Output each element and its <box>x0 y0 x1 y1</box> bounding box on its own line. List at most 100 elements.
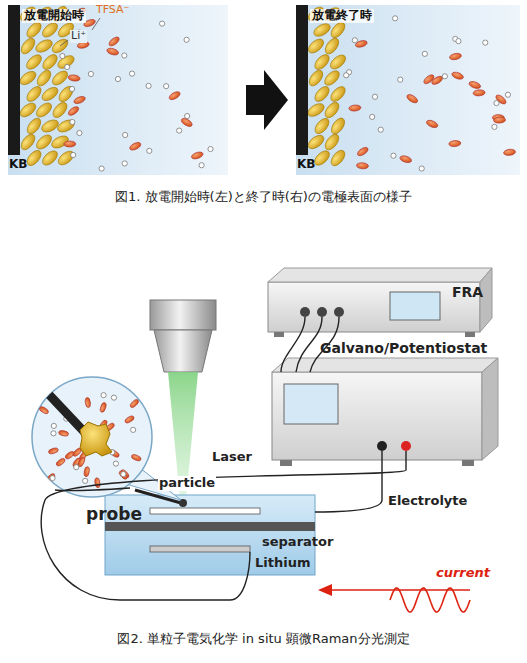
tfsa-anion <box>451 71 464 81</box>
li-ion <box>199 163 204 168</box>
process-arrow <box>246 70 288 130</box>
jack <box>401 441 411 451</box>
kb-particle <box>40 117 61 134</box>
fra-screen <box>390 292 440 320</box>
li-ion <box>71 152 76 157</box>
cable-connector <box>281 317 305 372</box>
kb-particle <box>40 148 60 168</box>
tfsa-anion <box>94 477 100 488</box>
li-ion <box>492 124 497 129</box>
tfsa-anion <box>449 140 461 147</box>
kb-particle <box>306 36 326 55</box>
part-label: probe <box>86 505 142 525</box>
tfsa-anion <box>55 457 66 467</box>
li-ion <box>159 21 164 26</box>
tfsa-anion <box>180 117 193 128</box>
li-ion <box>113 461 118 466</box>
leader-line <box>60 40 68 46</box>
li-ion <box>99 166 104 171</box>
li-ion <box>378 127 383 132</box>
kb-particle <box>24 20 44 40</box>
part-label: particle <box>158 476 216 491</box>
kb-particle <box>40 52 60 72</box>
part-label: Laser <box>212 450 252 465</box>
li-ion <box>122 161 127 166</box>
tfsa-anion <box>168 90 181 101</box>
leader-line <box>92 18 100 30</box>
part-label: Electrolyte <box>388 494 467 509</box>
tfsa-anion <box>129 398 140 408</box>
foot <box>465 332 475 337</box>
kb-particle <box>312 84 331 104</box>
arrow-line <box>332 589 470 590</box>
pot-top <box>272 358 498 372</box>
pot-screen <box>284 384 338 424</box>
kb-particle <box>34 100 54 119</box>
li-ion <box>69 86 74 91</box>
tfsa-anion <box>356 146 369 158</box>
tfsa-anion <box>131 454 142 462</box>
li-ion <box>111 395 116 400</box>
li-ion <box>60 53 65 58</box>
li-ion <box>391 153 396 158</box>
li-ion <box>122 53 127 58</box>
panel-heading: 放電開始時 <box>22 9 86 23</box>
tfsa-anion <box>425 119 438 129</box>
tfsa-anion <box>58 430 69 437</box>
kb-particle <box>328 20 347 40</box>
kb-particle <box>323 36 342 56</box>
particle-zoom <box>80 422 112 456</box>
li-ion <box>372 94 377 99</box>
tfsa-anion <box>84 466 90 477</box>
tfsa-anion <box>99 402 107 413</box>
jack <box>300 307 310 317</box>
li-ion <box>184 37 189 42</box>
potentiostat-node: Galvano/Potentiostat <box>270 340 500 466</box>
tfsa-anion <box>493 117 505 124</box>
kb-particle <box>24 84 43 104</box>
kb-electrode <box>8 5 20 155</box>
callout-bubble <box>32 377 152 497</box>
li-ion <box>129 71 134 76</box>
li-ion <box>131 427 136 432</box>
kb-particle <box>50 37 70 56</box>
kb-particle <box>24 52 44 72</box>
electrode-label: KB <box>297 158 315 172</box>
tfsa-anion <box>468 80 481 90</box>
tfsa-anion <box>73 95 86 105</box>
objective-lens <box>154 330 212 372</box>
li-ion <box>422 51 427 56</box>
kb-particle <box>40 85 60 103</box>
kb-particle <box>56 53 77 71</box>
tfsa-anion <box>48 447 59 455</box>
electrode-plate <box>150 508 260 514</box>
pot-side <box>482 358 498 460</box>
li-ion <box>77 130 82 135</box>
li-ion <box>370 114 375 119</box>
part-label: separator <box>262 535 333 550</box>
instrument-label: FRA <box>452 284 483 300</box>
kb-particle <box>34 37 55 54</box>
cable <box>315 451 382 512</box>
kb-particle <box>307 68 326 88</box>
signal-label: current <box>436 566 490 581</box>
li-ion <box>185 113 190 118</box>
kb-particle <box>328 52 348 71</box>
panel-end <box>296 5 520 175</box>
electrode-label: KB <box>9 158 27 172</box>
kb-particle <box>18 101 38 120</box>
tfsa-anion <box>349 105 361 112</box>
ion-label: TFSA⁻ <box>96 4 129 17</box>
li-ion <box>456 39 461 44</box>
tfsa-anion <box>124 415 135 424</box>
kb-particle <box>19 36 38 56</box>
tfsa-anion <box>430 75 443 86</box>
potentiostat-instrument <box>272 372 482 460</box>
li-ion <box>483 40 488 45</box>
li-ion <box>505 92 510 97</box>
fra-top <box>268 268 492 282</box>
li-ion <box>344 73 349 78</box>
li-ion <box>51 423 56 428</box>
objective <box>150 300 216 330</box>
